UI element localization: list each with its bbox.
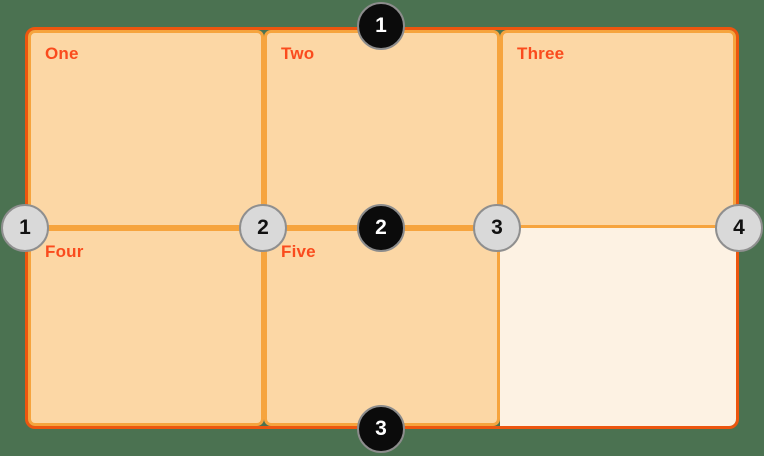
grid-cell-empty <box>500 228 736 426</box>
grid-cell-four: Four <box>28 228 264 426</box>
column-line-marker-3: 3 <box>473 204 521 252</box>
grid-cell-three: Three <box>500 30 736 228</box>
column-line-marker-1: 1 <box>1 204 49 252</box>
grid-cell-one: One <box>28 30 264 228</box>
column-line-marker-2: 2 <box>239 204 287 252</box>
row-line-marker-1: 1 <box>357 2 405 50</box>
row-line-marker-3: 3 <box>357 405 405 453</box>
grid-cell-two: Two <box>264 30 500 228</box>
column-line-marker-4: 4 <box>715 204 763 252</box>
grid-cell-five: Five <box>264 228 500 426</box>
row-line-marker-2: 2 <box>357 204 405 252</box>
